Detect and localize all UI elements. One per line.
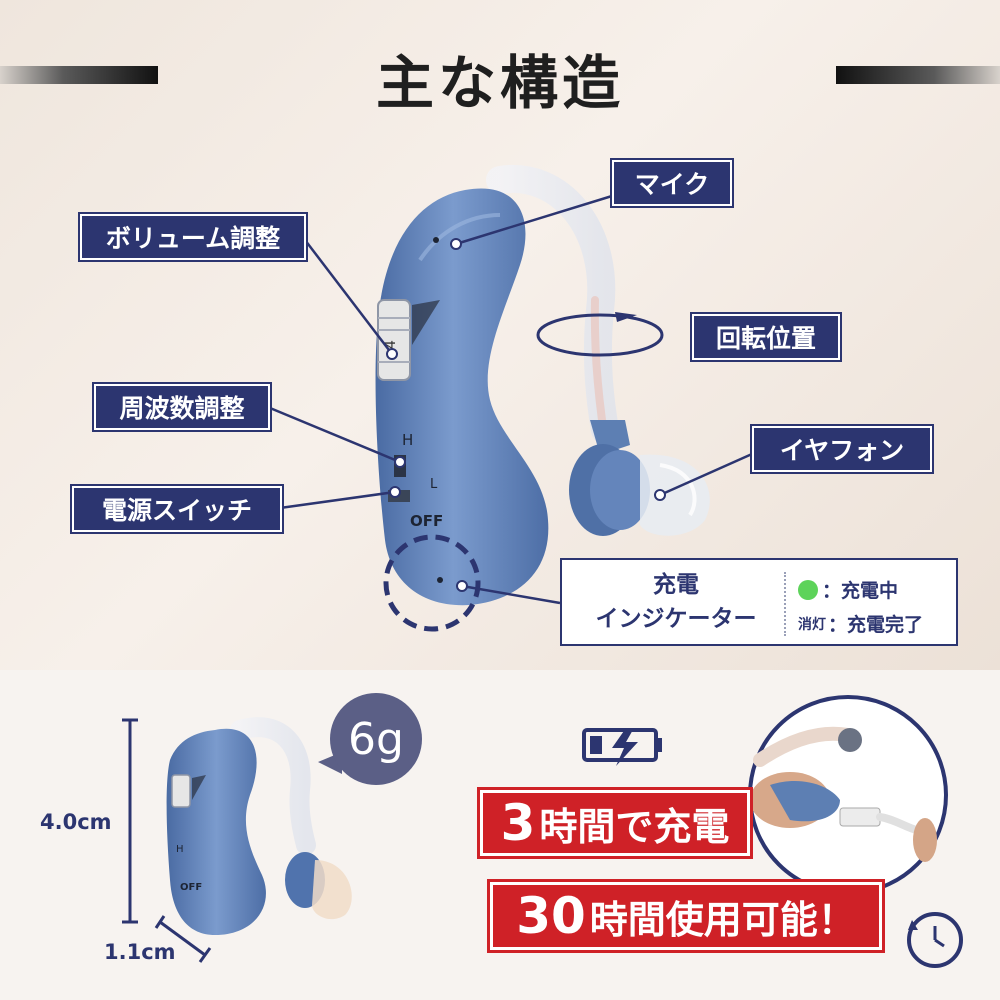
label-power: 電源スイッチ bbox=[72, 486, 282, 532]
small-tube bbox=[230, 717, 316, 855]
height-label: 4.0cm bbox=[40, 810, 112, 834]
label-frequency: 周波数調整 bbox=[94, 384, 270, 430]
charge-led bbox=[437, 577, 443, 583]
svg-text:OFF: OFF bbox=[180, 882, 202, 893]
charging-photo bbox=[748, 695, 948, 895]
charge-separator bbox=[784, 572, 786, 636]
width-label: 1.1cm bbox=[104, 940, 176, 964]
charging-row: ：充電中 bbox=[798, 576, 898, 603]
battery-charging-icon bbox=[582, 728, 662, 766]
volume-wheel bbox=[377, 299, 411, 381]
charge-led-highlight bbox=[383, 534, 481, 632]
history-clock-icon bbox=[907, 912, 963, 968]
high-mark: H bbox=[402, 431, 413, 449]
mic-hole bbox=[433, 237, 439, 243]
off-mark: OFF bbox=[410, 512, 443, 530]
rotation-arrow bbox=[536, 313, 664, 357]
low-mark: L bbox=[430, 477, 438, 492]
charge-indicator-box: 充電 インジケーター ：充電中 消灯 ：充電完了 bbox=[560, 558, 958, 646]
green-dot-icon bbox=[798, 579, 818, 600]
width-dimension bbox=[159, 920, 206, 957]
small-body bbox=[166, 728, 266, 935]
title-bar-right bbox=[836, 66, 1000, 84]
title-bar-left bbox=[0, 66, 158, 84]
charge-indicator-title: 充電 インジケーター bbox=[595, 572, 757, 632]
wheel-number: 4 bbox=[383, 340, 399, 349]
use-time-banner: 30 時間使用可能！ bbox=[490, 882, 882, 950]
svg-text:H: H bbox=[176, 844, 184, 855]
label-mic: マイク bbox=[612, 160, 732, 206]
label-volume: ボリューム調整 bbox=[80, 214, 306, 260]
label-rotation: 回転位置 bbox=[692, 314, 840, 360]
complete-row: 消灯 ：充電完了 bbox=[798, 614, 924, 636]
weight-bubble: 6g bbox=[330, 693, 422, 785]
device-body bbox=[375, 188, 549, 606]
label-earphone: イヤフォン bbox=[752, 426, 932, 472]
page-title: 主な構造 bbox=[375, 49, 624, 117]
charge-time-banner: 3 時間で充電 bbox=[480, 790, 750, 856]
